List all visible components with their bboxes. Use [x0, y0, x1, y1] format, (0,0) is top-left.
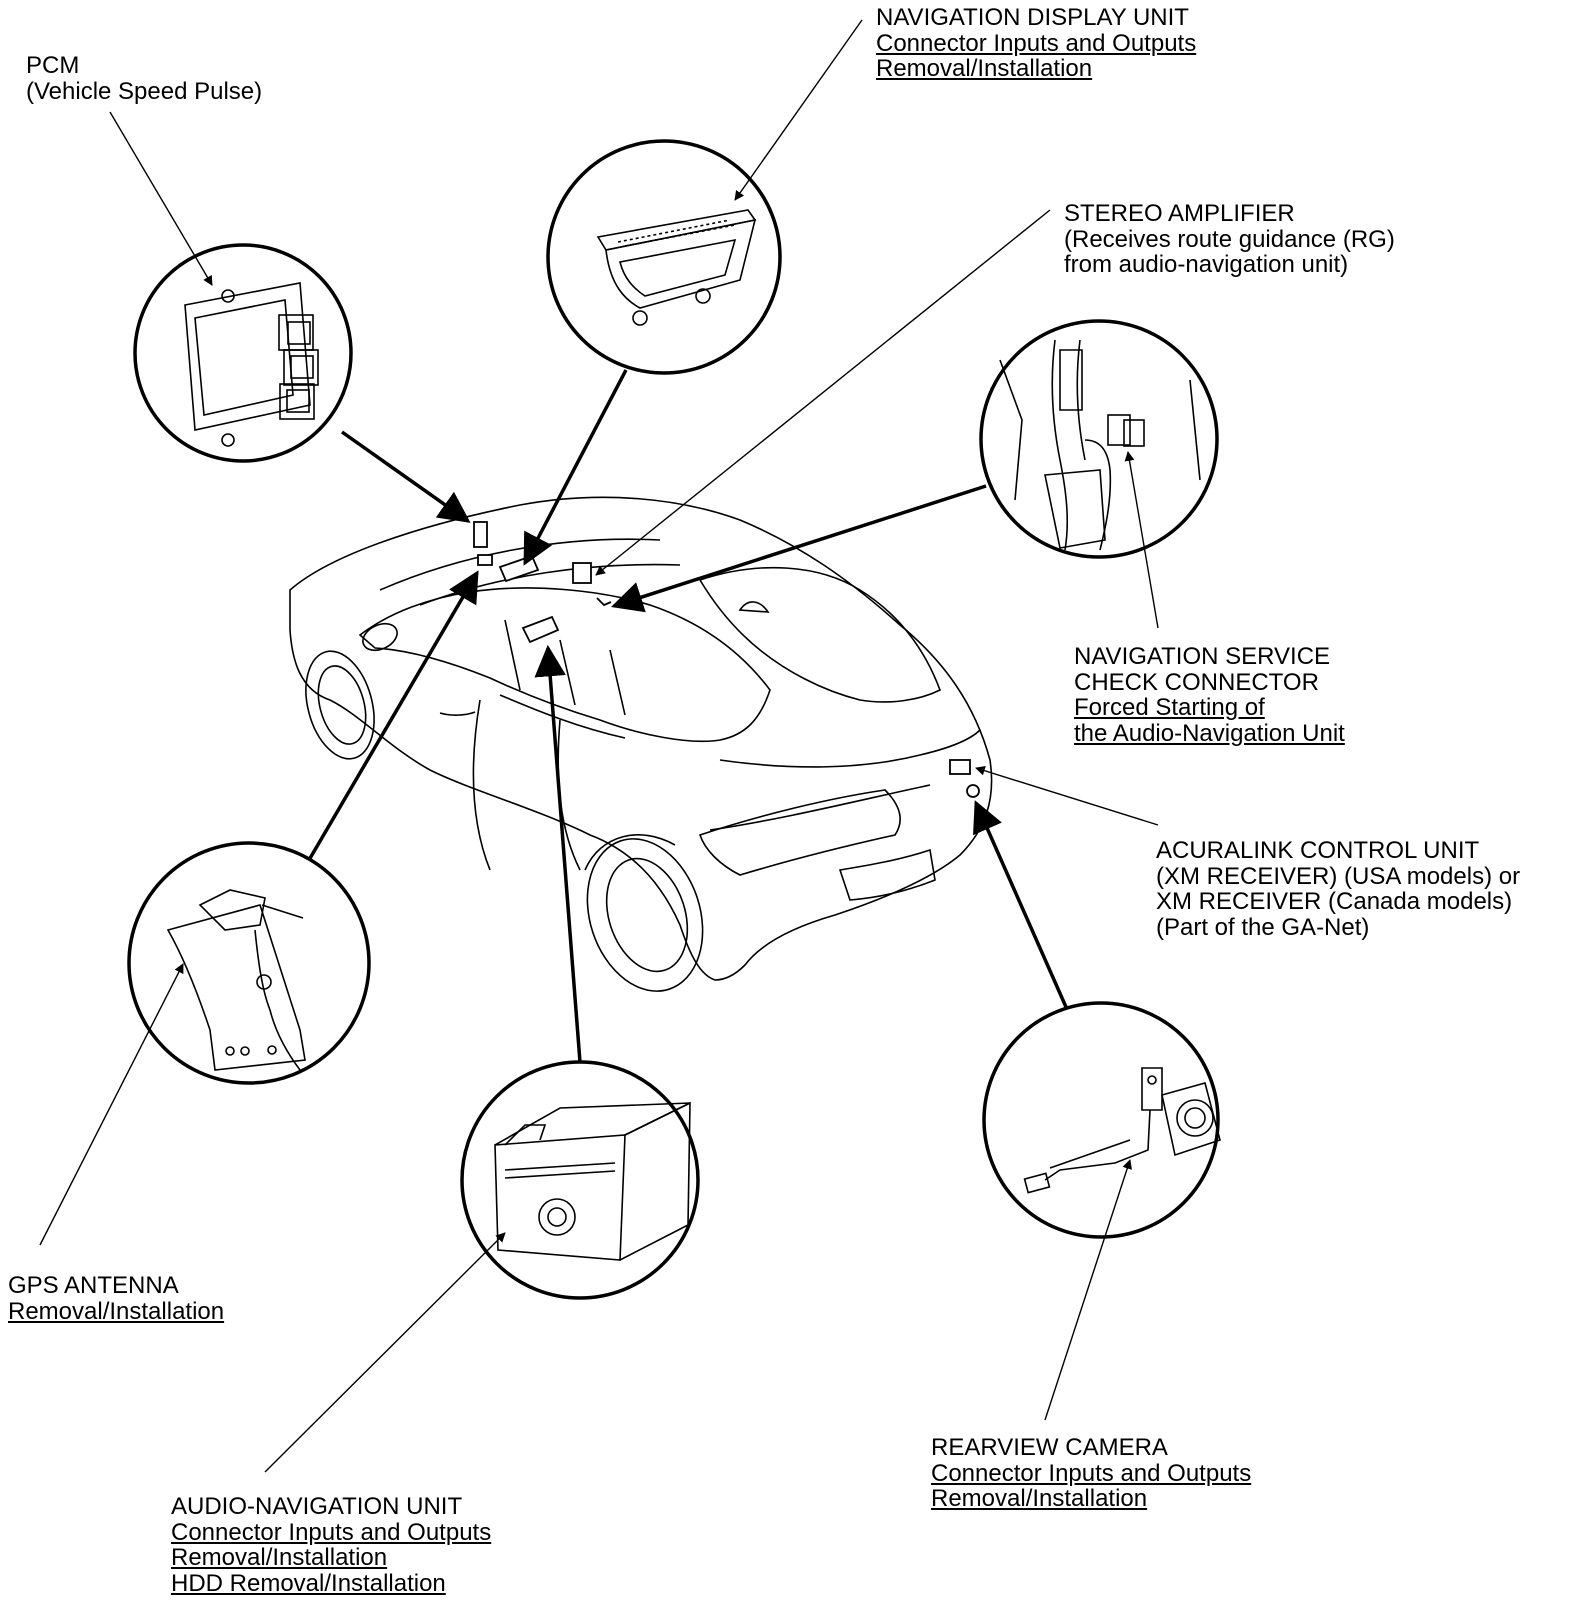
pcm-title: PCM — [26, 52, 80, 79]
gps-title: GPS ANTENNA — [8, 1272, 179, 1299]
amp-marker — [572, 562, 592, 584]
component-markers — [473, 521, 980, 798]
pcm-label: PCM (Vehicle Speed Pulse) — [26, 53, 262, 104]
gps-removal-link[interactable]: Removal/Installation — [8, 1297, 225, 1325]
vehicle-outline-icon — [289, 496, 993, 992]
camera-arrow — [973, 800, 1068, 1008]
acuralink-line2: (XM RECEIVER) (USA models) or — [1156, 862, 1521, 890]
stereo-amp-sub1: (Receives route guidance (RG) — [1064, 225, 1395, 253]
camera-removal-link[interactable]: Removal/Installation — [931, 1485, 1148, 1512]
audio-navigation-unit-icon — [494, 1101, 691, 1261]
display-arrow — [523, 369, 628, 566]
acuralink-line1: ACURALINK CONTROL UNIT — [1156, 837, 1480, 864]
gps-label: GPS ANTENNA Removal/Installation — [8, 1273, 224, 1324]
audio-nav-leader — [264, 1232, 506, 1473]
amp-leader — [595, 209, 1051, 576]
pcm-circle — [133, 243, 353, 463]
nav-check-title2: CHECK CONNECTOR — [1074, 668, 1319, 696]
acuralink-label: ACURALINK CONTROL UNIT (XM RECEIVER) (US… — [1156, 838, 1520, 940]
stereo-amp-title: STEREO AMPLIFIER — [1064, 200, 1295, 227]
check-connector-leader — [1124, 451, 1159, 629]
check-connector-circle — [979, 319, 1219, 559]
camera-leader — [1044, 1159, 1132, 1421]
camera-connector-link[interactable]: Connector Inputs and Outputs — [931, 1459, 1252, 1487]
check-connector-marker — [596, 597, 612, 607]
nav-check-title1: NAVIGATION SERVICE — [1074, 643, 1331, 670]
acuralink-line3: XM RECEIVER (Canada models) — [1156, 888, 1513, 915]
pcm-arrow — [340, 430, 471, 523]
gps-leader — [39, 963, 184, 1246]
nav-check-forced-link[interactable]: Forced Starting of — [1074, 694, 1265, 721]
acuralink-leader — [975, 765, 1159, 826]
stereo-amp-sub2: from audio-navigation unit) — [1064, 251, 1349, 278]
stereo-amp-label: STEREO AMPLIFIER (Receives route guidanc… — [1064, 201, 1395, 278]
camera-title: REARVIEW CAMERA — [931, 1434, 1168, 1461]
nav-display-circle — [546, 139, 782, 375]
acuralink-marker — [949, 759, 971, 775]
nav-display-connector-link[interactable]: Connector Inputs and Outputs — [876, 29, 1197, 57]
nav-display-title: NAVIGATION DISPLAY UNIT — [876, 4, 1189, 31]
gps-antenna-icon — [166, 889, 306, 1071]
audio-nav-hdd-link[interactable]: HDD Removal/Installation — [171, 1569, 446, 1597]
camera-marker — [966, 784, 980, 798]
acuralink-line4: (Part of the GA-Net) — [1156, 913, 1370, 941]
check-connector-icon — [999, 339, 1201, 551]
display-marker — [498, 554, 540, 583]
display-leader — [734, 19, 863, 201]
nav-check-unit-link[interactable]: the Audio-Navigation Unit — [1074, 719, 1345, 747]
rearview-camera-icon — [1023, 1067, 1221, 1194]
nav-check-label: NAVIGATION SERVICE CHECK CONNECTOR Force… — [1074, 644, 1345, 746]
navigation-display-icon — [596, 209, 757, 326]
pcm-leader — [109, 111, 213, 286]
audio-nav-circle — [460, 1060, 700, 1300]
check-connector-arrow — [611, 484, 987, 613]
nav-display-removal-link[interactable]: Removal/Installation — [876, 55, 1093, 82]
pcm-subtitle: (Vehicle Speed Pulse) — [26, 77, 263, 105]
audio-nav-arrow — [534, 644, 582, 1063]
audio-nav-connector-link[interactable]: Connector Inputs and Outputs — [171, 1518, 492, 1546]
audio-nav-label: AUDIO-NAVIGATION UNIT Connector Inputs a… — [171, 1494, 491, 1596]
gps-marker — [477, 554, 493, 566]
pcm-module-icon — [184, 282, 319, 447]
audio-nav-marker — [521, 615, 560, 644]
audio-nav-removal-link[interactable]: Removal/Installation — [171, 1544, 388, 1571]
gps-circle — [127, 841, 371, 1085]
camera-label: REARVIEW CAMERA Connector Inputs and Out… — [931, 1435, 1251, 1512]
pcm-marker — [473, 521, 488, 548]
nav-display-label: NAVIGATION DISPLAY UNIT Connector Inputs… — [876, 5, 1196, 82]
gps-arrow — [307, 570, 479, 861]
camera-circle — [982, 1001, 1220, 1239]
audio-nav-title: AUDIO-NAVIGATION UNIT — [171, 1493, 463, 1520]
